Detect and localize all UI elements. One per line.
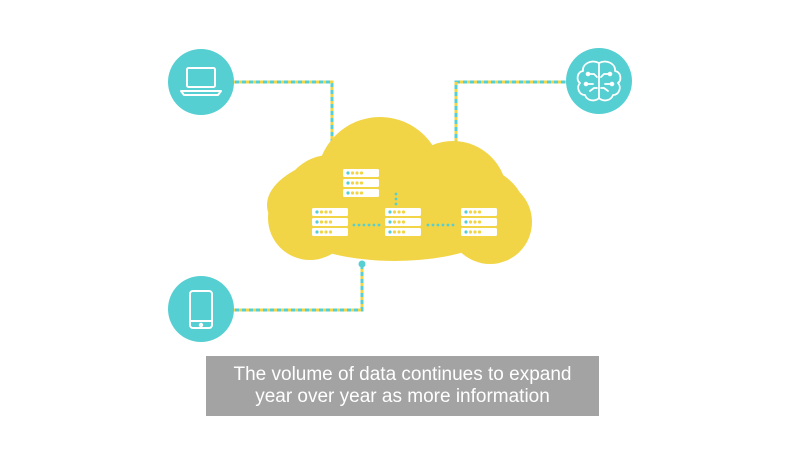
- caption-line-1: The volume of data continues to expand: [233, 364, 572, 385]
- server-icon: [343, 169, 379, 197]
- phone-node: [168, 276, 234, 342]
- server-icon: [312, 208, 348, 236]
- smartphone-icon: [189, 290, 213, 329]
- subtitle-caption: The volume of data continues to expand y…: [206, 356, 599, 416]
- connector-laptop: [232, 80, 336, 162]
- brain-node: [566, 48, 632, 114]
- cloud-icon: [267, 117, 532, 264]
- caption-line-2: year over year as more information: [255, 386, 550, 407]
- laptop-icon: [180, 67, 222, 96]
- brain-circuit-icon: [576, 60, 622, 102]
- connector-phone: [232, 260, 366, 312]
- server-icon: [461, 208, 497, 236]
- server-icon: [385, 208, 421, 236]
- cloud-links: [352, 192, 455, 227]
- laptop-node: [168, 49, 234, 115]
